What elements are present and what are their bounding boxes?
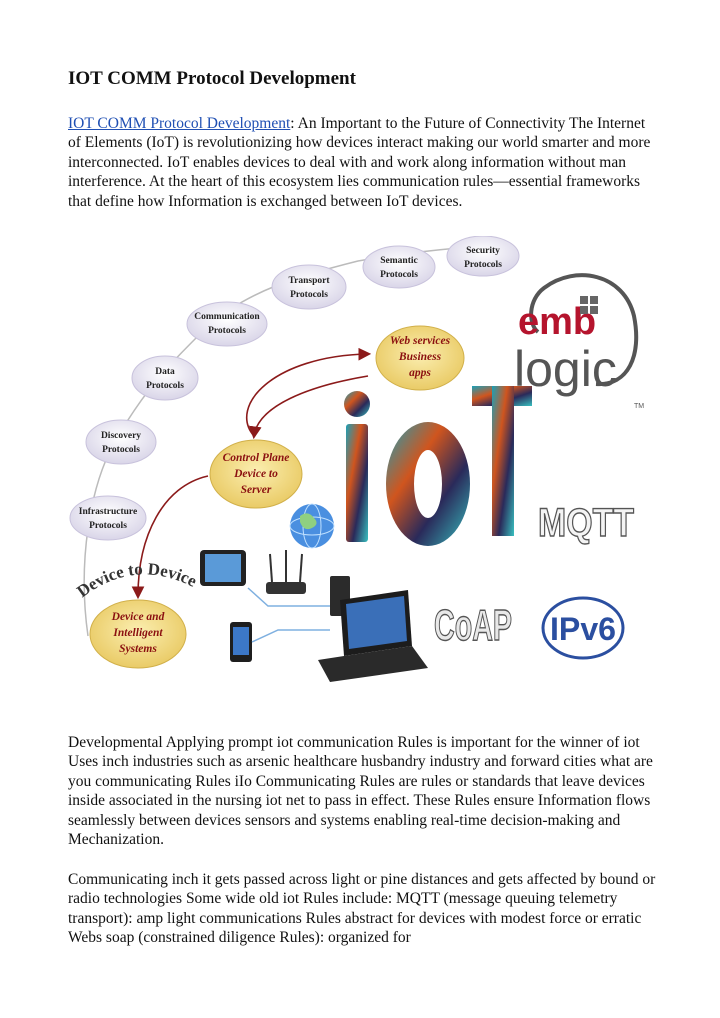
svg-text:IPv6: IPv6	[550, 611, 616, 647]
box-control-plane: Control Plane Device to Server	[209, 439, 303, 509]
svg-text:Protocols: Protocols	[89, 521, 127, 531]
svg-text:Protocols: Protocols	[102, 445, 140, 455]
oval-communication: Communication Protocols	[186, 301, 268, 347]
svg-text:Protocols: Protocols	[290, 290, 328, 300]
oval-discovery: Discovery Protocols	[85, 419, 157, 465]
svg-text:Discovery: Discovery	[101, 431, 141, 441]
globe-icon	[289, 503, 335, 549]
emb-logic-logo: emb logic TM	[514, 273, 644, 410]
oval-transport: Transport Protocols	[271, 264, 347, 310]
tablet-icon	[200, 550, 246, 586]
svg-text:Transport: Transport	[289, 276, 331, 286]
svg-text:CoAP: CoAP	[434, 601, 512, 650]
box-web-services: Web services Business apps	[375, 325, 465, 391]
iot-graphic: IoT	[344, 386, 532, 567]
svg-text:TM: TM	[634, 403, 644, 410]
svg-text:Communication: Communication	[194, 312, 260, 322]
oval-semantic: Semantic Protocols	[362, 245, 436, 289]
ipv6-logo: IPv6	[541, 596, 625, 660]
router-icon	[266, 550, 306, 594]
svg-text:Device to: Device to	[233, 468, 278, 480]
protocol-development-link[interactable]: IOT COMM Protocol Development	[68, 115, 291, 132]
laptop-icon	[318, 590, 428, 682]
svg-text:IoT: IoT	[427, 565, 429, 567]
coap-logo: CoAP	[433, 600, 512, 650]
svg-text:Device and: Device and	[111, 611, 165, 623]
paragraph-2: Developmental Applying prompt iot commun…	[68, 734, 653, 849]
svg-text:Protocols: Protocols	[464, 260, 502, 270]
arrow-to-control-plane	[248, 375, 369, 440]
svg-text:Systems: Systems	[119, 643, 157, 655]
device-to-device-label: Device to Device	[73, 559, 200, 601]
svg-text:Business: Business	[398, 351, 442, 363]
svg-text:Security: Security	[466, 246, 500, 256]
paragraph-3: Communicating inch it gets passed across…	[68, 871, 656, 947]
svg-text:Protocols: Protocols	[208, 326, 246, 336]
phone-icon	[230, 622, 252, 662]
svg-text:Data: Data	[155, 367, 175, 377]
intro-text: : An Important to the Future of Connecti…	[68, 115, 651, 210]
arrow-to-web-services	[245, 347, 372, 437]
svg-text:Control Plane: Control Plane	[223, 452, 290, 464]
intro-paragraph: IOT COMM Protocol Development: An Import…	[68, 114, 658, 211]
svg-text:Semantic: Semantic	[380, 256, 417, 266]
oval-infrastructure: Infrastructure Protocols	[69, 495, 147, 541]
oval-security: Security Protocols	[446, 236, 520, 277]
svg-text:Protocols: Protocols	[146, 381, 184, 391]
page-title: IOT COMM Protocol Development	[68, 68, 356, 89]
svg-text:Intelligent: Intelligent	[112, 627, 163, 639]
svg-text:Server: Server	[241, 484, 272, 496]
box-device-systems: Device and Intelligent Systems	[89, 599, 187, 669]
svg-text:logic: logic	[514, 341, 617, 397]
svg-text:Web services: Web services	[390, 335, 451, 347]
mqtt-logo: MQTT	[537, 500, 634, 545]
network-lines	[247, 587, 330, 643]
arrow-to-device-systems	[131, 475, 209, 600]
oval-data: Data Protocols	[131, 355, 199, 401]
svg-text:apps: apps	[409, 367, 431, 379]
iot-protocols-figure: Security Protocols Semantic Protocols Tr…	[69, 236, 644, 682]
svg-text:MQTT: MQTT	[538, 501, 634, 545]
svg-text:Protocols: Protocols	[380, 270, 418, 280]
svg-text:Infrastructure: Infrastructure	[79, 507, 137, 517]
